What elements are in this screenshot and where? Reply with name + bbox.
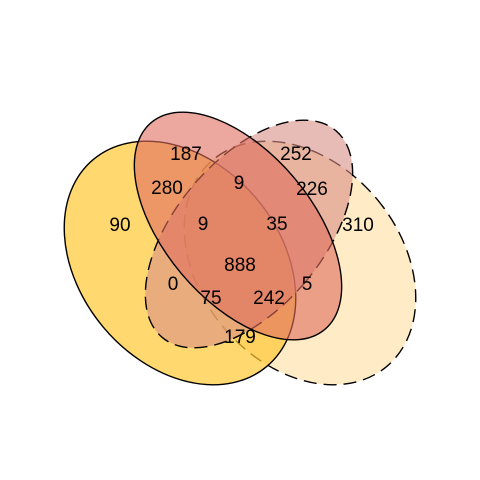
region-label-a-b: 179 <box>224 327 256 348</box>
region-label-a-d: 280 <box>151 178 183 199</box>
region-label-a-b-d: 242 <box>253 288 285 309</box>
region-label-a-only: 90 <box>109 215 130 236</box>
region-label-a-c-d: 9 <box>198 214 209 235</box>
region-label-b-d: 5 <box>302 274 313 295</box>
region-label-c-only: 252 <box>280 144 312 165</box>
region-label-a-b-c: 75 <box>200 288 221 309</box>
region-label-b-only: 310 <box>342 215 374 236</box>
region-label-c-d: 9 <box>234 173 245 194</box>
region-label-b-c: 226 <box>296 179 328 200</box>
region-label-b-c-d: 35 <box>266 214 287 235</box>
region-label-d-only: 187 <box>170 144 202 165</box>
set-d-ellipse <box>133 111 343 341</box>
region-label-all-four: 888 <box>224 255 256 276</box>
region-label-a-c: 0 <box>168 274 179 295</box>
